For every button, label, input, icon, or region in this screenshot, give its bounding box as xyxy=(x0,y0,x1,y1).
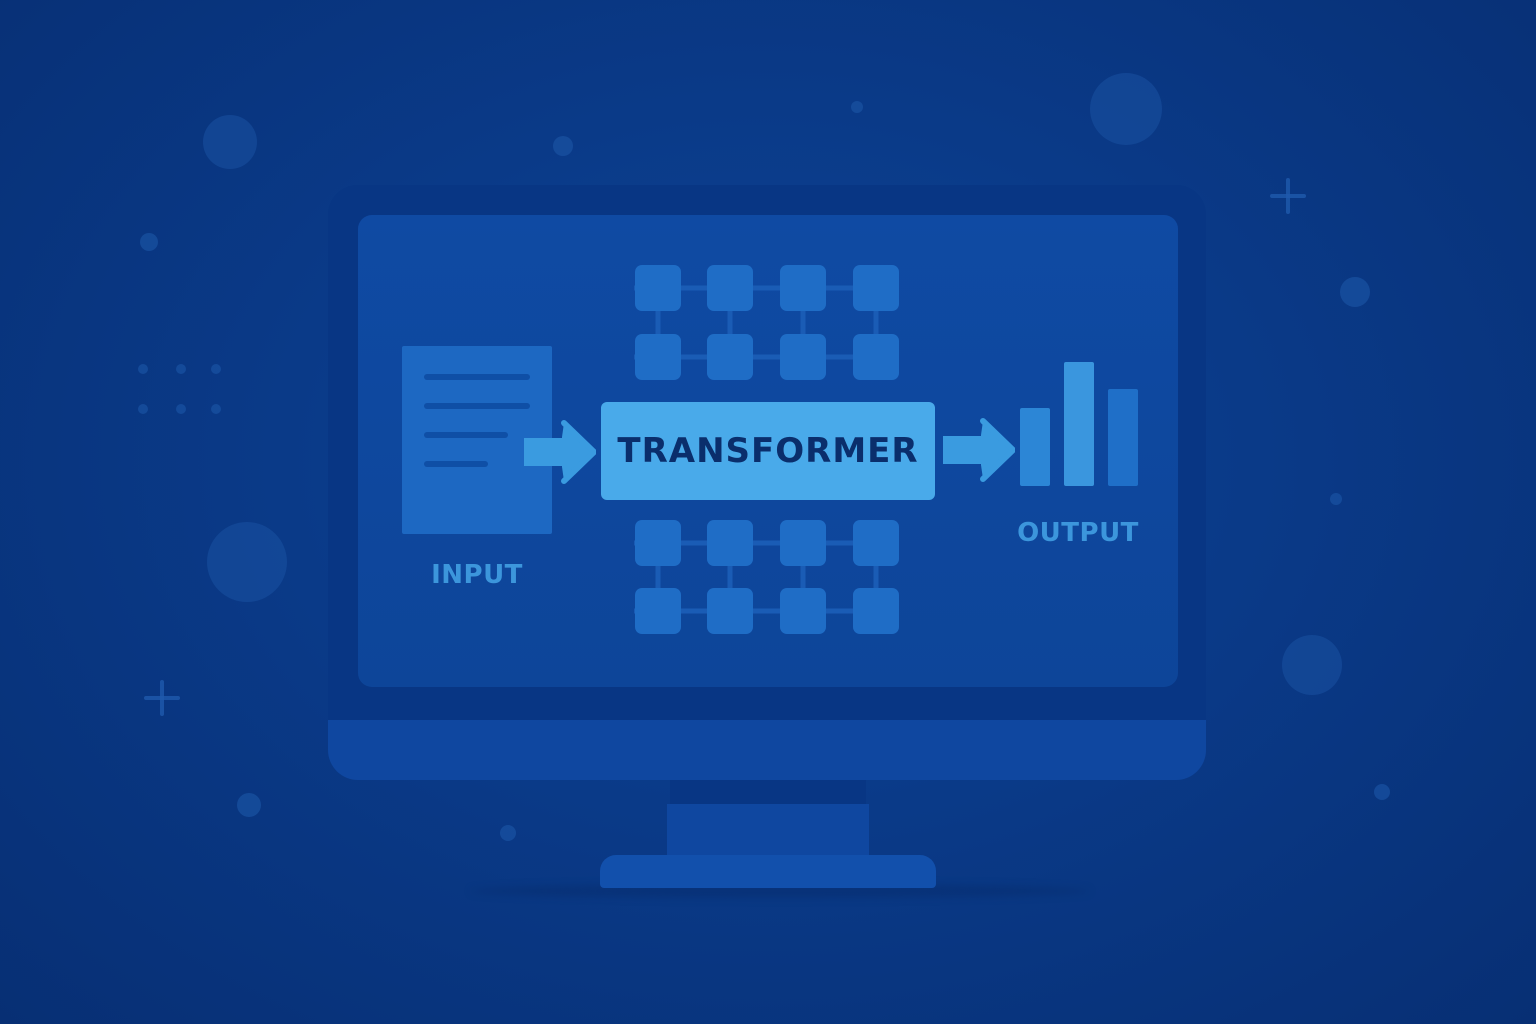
document-line xyxy=(424,374,530,380)
monitor-chin xyxy=(328,720,1206,780)
network-node xyxy=(707,265,753,311)
arrow-right-icon xyxy=(943,418,1015,482)
background-dot xyxy=(851,101,863,113)
chart-bar xyxy=(1108,389,1138,486)
network-node xyxy=(707,520,753,566)
network-node xyxy=(780,265,826,311)
background-dot xyxy=(553,136,573,156)
background-dot xyxy=(500,825,516,841)
network-node xyxy=(635,520,681,566)
network-node xyxy=(780,334,826,380)
monitor-stand xyxy=(667,804,869,858)
network-node xyxy=(780,588,826,634)
chart-bar xyxy=(1020,408,1050,486)
background-dot xyxy=(176,404,186,414)
background-dot xyxy=(138,364,148,374)
background-dot xyxy=(176,364,186,374)
network-node xyxy=(635,334,681,380)
network-node xyxy=(635,588,681,634)
background-circle xyxy=(203,115,257,169)
network-node xyxy=(780,520,826,566)
document-line xyxy=(424,403,530,409)
transformer-label: TRANSFORMER xyxy=(617,431,919,471)
plus-icon xyxy=(144,680,180,716)
background-circle xyxy=(207,522,287,602)
bar-chart-icon xyxy=(1018,360,1143,488)
background-dot xyxy=(211,404,221,414)
network-node xyxy=(853,265,899,311)
background-dot xyxy=(140,233,158,251)
network-node xyxy=(707,588,753,634)
monitor-neck-top xyxy=(670,780,866,804)
document-line xyxy=(424,461,488,467)
background-dot xyxy=(211,364,221,374)
background-dot xyxy=(1340,277,1370,307)
background-dot xyxy=(138,404,148,414)
network-node xyxy=(853,334,899,380)
monitor-base xyxy=(600,855,936,888)
background-dot xyxy=(1330,493,1342,505)
output-label: OUTPUT xyxy=(1017,518,1139,548)
monitor-screen: INPUT TRANSFORMER OUTPUT xyxy=(358,215,1178,687)
network-node xyxy=(853,588,899,634)
network-node xyxy=(707,334,753,380)
plus-icon xyxy=(1270,178,1306,214)
chart-bar xyxy=(1064,362,1094,486)
arrow-right-icon xyxy=(524,420,596,484)
background-circle xyxy=(1282,635,1342,695)
background-circle xyxy=(1090,73,1162,145)
input-label: INPUT xyxy=(431,560,523,590)
transformer-block: TRANSFORMER xyxy=(601,402,935,500)
document-line xyxy=(424,432,508,438)
background-dot xyxy=(1374,784,1390,800)
network-node xyxy=(853,520,899,566)
background-dot xyxy=(237,793,261,817)
network-node xyxy=(635,265,681,311)
